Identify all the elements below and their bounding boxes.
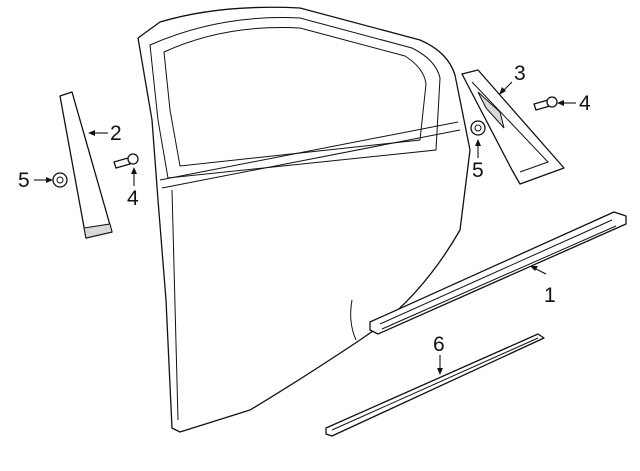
callout-4-right: 4 [579,92,591,115]
leader-4-right [557,100,576,106]
leader-2 [88,130,108,136]
part-3-applique [461,69,565,185]
part-4-screw-left [113,153,139,169]
callout-3: 3 [514,62,526,85]
part-6-lower-molding [325,333,545,437]
leader-3 [499,81,513,95]
leader-1 [530,266,547,275]
part-1-belt-molding [369,211,627,335]
callout-5-right: 5 [472,159,484,182]
part-4-screw-right [533,96,558,111]
rear-door-shell [137,6,471,433]
callout-1: 1 [544,284,556,307]
leader-5-right [475,139,481,158]
part-5-nut-left [52,172,68,188]
leader-4-left [131,167,137,186]
callout-6: 6 [433,333,445,356]
part-5-nut-right [470,120,486,136]
part-2-applique [59,91,113,239]
callout-4-left: 4 [127,187,139,210]
leader-5-left [34,177,53,183]
callout-5-left: 5 [18,169,30,192]
leader-6 [437,355,443,375]
callout-2: 2 [110,122,122,145]
